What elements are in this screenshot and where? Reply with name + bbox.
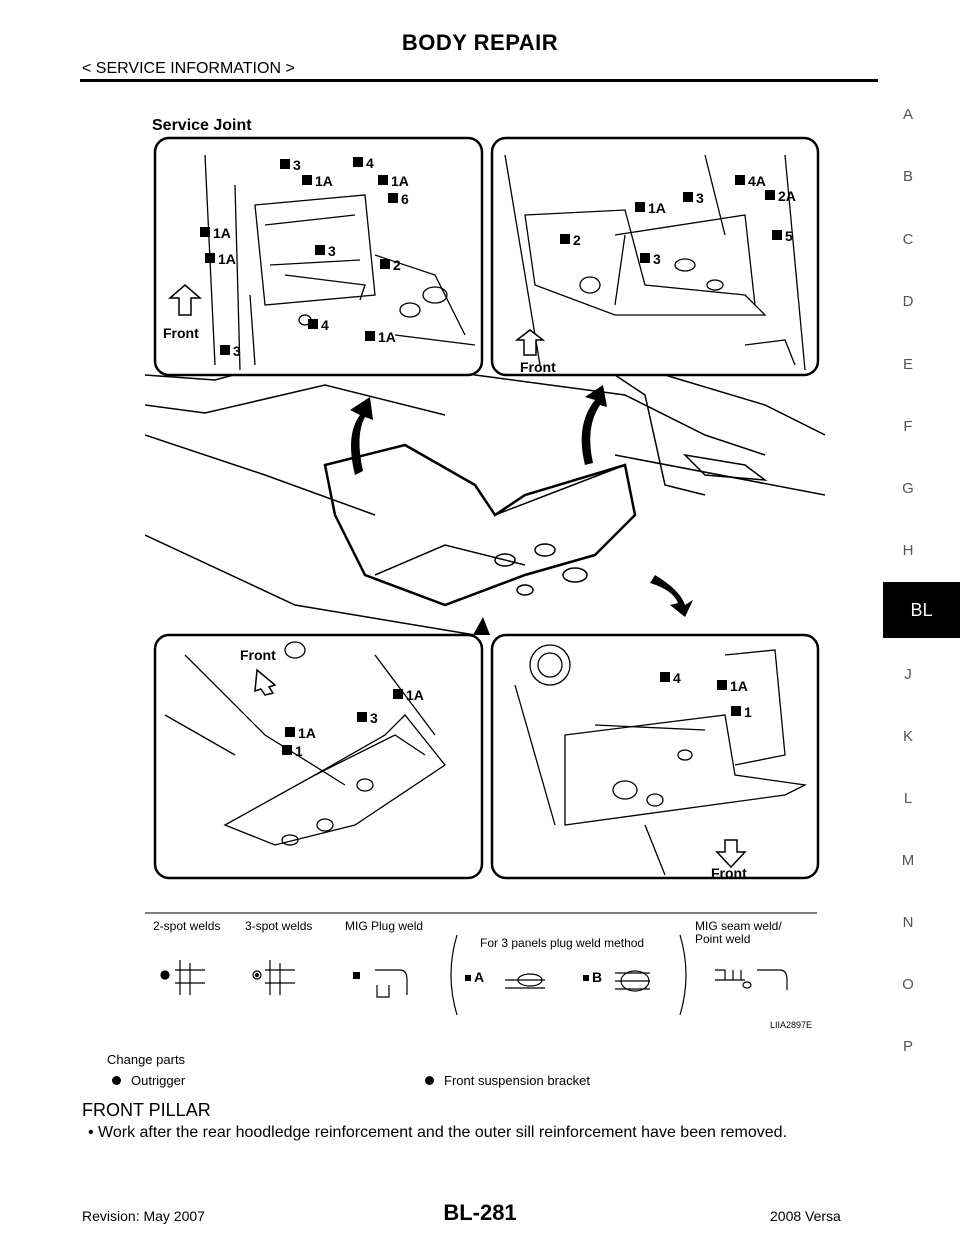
svg-text:3: 3: [293, 157, 301, 173]
svg-text:1A: 1A: [378, 329, 396, 345]
header-divider: [80, 79, 878, 82]
footer-revision: Revision: May 2007: [82, 1208, 205, 1224]
legend-three-spot-label: 3-spot welds: [245, 919, 312, 933]
change-part-item: Front suspension bracket: [425, 1073, 590, 1088]
three-spot-weld-icon: [252, 970, 262, 980]
svg-text:1A: 1A: [298, 725, 316, 741]
front-arrow-icon: [715, 839, 747, 869]
side-index-o[interactable]: O: [902, 976, 914, 993]
svg-text:4: 4: [673, 670, 681, 686]
side-index-b[interactable]: B: [902, 168, 913, 185]
front-label: Front: [711, 865, 747, 881]
panel-bottom-left: Front 1A 3 1A 1: [153, 633, 484, 880]
plug-b-icon: [620, 970, 650, 992]
front-arrow-icon: [167, 284, 203, 316]
svg-text:1A: 1A: [730, 678, 748, 694]
service-joint-figure: Front 3 4 1A 1A 6 1A 1A 3 2 4 1A 3: [145, 136, 825, 1015]
side-index-bl-active[interactable]: BL: [883, 582, 960, 638]
legend-three-panel-label: For 3 panels plug weld method: [480, 936, 644, 950]
side-index-c[interactable]: C: [902, 231, 914, 248]
bracket-left-icon: [450, 934, 458, 1015]
svg-text:2A: 2A: [778, 188, 796, 204]
section-heading: FRONT PILLAR: [82, 1100, 211, 1120]
panel-top-right: Front 1A 3 4A 2A 2 5 3: [490, 136, 820, 377]
bullet-icon: [112, 1076, 121, 1085]
panel-bottom-right: Front 4 1A 1: [490, 633, 820, 881]
direction-arrows: [350, 385, 693, 635]
svg-text:6: 6: [401, 191, 409, 207]
svg-text:1A: 1A: [218, 251, 236, 267]
change-part-outrigger: Outrigger: [131, 1073, 186, 1088]
page-title: BODY REPAIR: [401, 30, 559, 55]
svg-text:2: 2: [393, 257, 401, 273]
side-index-d[interactable]: D: [902, 293, 914, 310]
front-label: Front: [240, 647, 276, 663]
body-structure-illustration: [145, 344, 825, 636]
panel-top-left-callouts: 3 4 1A 1A 6 1A 1A 3 2 4 1A 3: [200, 155, 409, 359]
svg-text:1A: 1A: [648, 200, 666, 216]
front-arrow-icon: [514, 329, 546, 356]
side-index-l[interactable]: L: [903, 790, 913, 807]
svg-text:3: 3: [696, 190, 704, 206]
side-index-g[interactable]: G: [902, 480, 914, 497]
panel-top-right-callouts: 1A 3 4A 2A 2 5 3: [560, 173, 796, 267]
svg-text:5: 5: [785, 228, 793, 244]
spot-weld-icon: [160, 970, 170, 980]
section-breadcrumb: < SERVICE INFORMATION >: [82, 60, 295, 77]
legend-mig-seam-label-2: Point weld: [695, 932, 750, 946]
side-index-m[interactable]: M: [901, 852, 915, 869]
side-index-f[interactable]: F: [903, 418, 913, 435]
panel-bottom-right-callouts: 4 1A 1: [660, 670, 752, 720]
svg-text:3: 3: [233, 343, 241, 359]
svg-text:1A: 1A: [315, 173, 333, 189]
front-label: Front: [163, 325, 199, 341]
side-index-e[interactable]: E: [902, 356, 913, 373]
svg-text:3: 3: [653, 251, 661, 267]
front-arrow-icon: [254, 668, 277, 696]
legend-mig-plug-label: MIG Plug weld: [345, 919, 423, 933]
bracket-right-icon: [679, 934, 687, 1015]
step-text: • Work after the rear hoodledge reinforc…: [88, 1124, 788, 1141]
weld-legend: 2-spot welds 3-spot welds MIG Plug weld …: [145, 912, 817, 1015]
svg-text:3: 3: [328, 243, 336, 259]
svg-text:3: 3: [370, 710, 378, 726]
panel-top-left: Front 3 4 1A 1A 6 1A 1A 3 2 4 1A 3: [153, 136, 484, 377]
change-part-item: Outrigger: [112, 1073, 185, 1088]
legend-mig-seam-label-1: MIG seam weld/: [695, 919, 782, 933]
figure-title: Service Joint: [152, 117, 252, 134]
change-part-bracket: Front suspension bracket: [444, 1073, 590, 1088]
plug-a-icon: [517, 973, 543, 987]
front-label: Front: [520, 359, 556, 375]
svg-text:1: 1: [744, 704, 752, 720]
svg-text:4: 4: [366, 155, 374, 171]
side-index-p[interactable]: P: [902, 1038, 913, 1055]
legend-two-spot-label: 2-spot welds: [153, 919, 220, 933]
footer-page-number: BL-281: [443, 1200, 517, 1225]
legend-b-label: B: [592, 969, 602, 985]
figure-code: LIIA2897E: [770, 1020, 813, 1030]
side-index-j[interactable]: J: [904, 666, 912, 683]
change-parts-label: Change parts: [107, 1052, 186, 1067]
plug-weld-icon: [353, 972, 360, 979]
legend-a-label: A: [474, 969, 484, 985]
side-index-a[interactable]: A: [902, 106, 913, 123]
panel-bottom-left-callouts: 1A 3 1A 1: [282, 687, 424, 759]
svg-text:2: 2: [573, 232, 581, 248]
side-index-k[interactable]: K: [902, 728, 913, 745]
svg-text:1A: 1A: [406, 687, 424, 703]
bullet-icon: [425, 1076, 434, 1085]
side-index-n[interactable]: N: [902, 914, 914, 931]
side-index-h[interactable]: H: [902, 542, 914, 559]
svg-text:4: 4: [321, 317, 329, 333]
footer-model: 2008 Versa: [770, 1208, 841, 1224]
svg-text:1A: 1A: [213, 225, 231, 241]
svg-text:4A: 4A: [748, 173, 766, 189]
svg-text:1: 1: [295, 743, 303, 759]
svg-text:1A: 1A: [391, 173, 409, 189]
